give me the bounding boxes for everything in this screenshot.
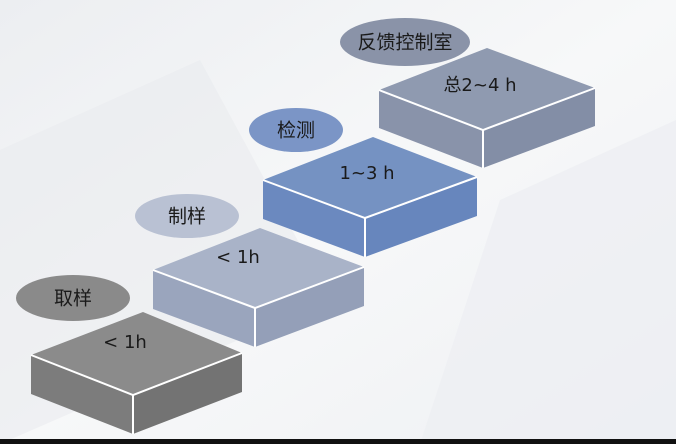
step-label-ellipse: [249, 108, 343, 152]
step-label: 取样: [54, 288, 92, 310]
background-facet: [420, 120, 676, 444]
step-box-top-face: [31, 312, 242, 395]
step-duration: 1~3 h: [339, 163, 394, 184]
step-box-top-face: [379, 48, 595, 130]
step-box-left-face: [153, 270, 255, 347]
step-label-ellipse: [340, 18, 470, 66]
step-box-right-face: [133, 353, 242, 434]
step-box-right-face: [255, 267, 364, 347]
step-box-right-face: [483, 88, 595, 168]
bottom-border: [0, 439, 676, 444]
step-label: 检测: [277, 120, 315, 142]
step-duration: 总2~4 h: [443, 75, 516, 96]
step-box-top-face: [153, 228, 364, 308]
step-box-left-face: [31, 355, 133, 434]
step-label: 反馈控制室: [357, 32, 452, 54]
step-duration: < 1h: [103, 332, 147, 353]
step-duration: < 1h: [216, 247, 260, 268]
step-box-right-face: [365, 177, 477, 257]
step-box-left-face: [379, 90, 483, 168]
step-box-top-face: [263, 137, 477, 218]
step-label-ellipse: [16, 275, 130, 321]
step-label: 制样: [168, 206, 206, 228]
step-label-ellipse: [135, 194, 239, 238]
step-box-left-face: [263, 180, 365, 257]
